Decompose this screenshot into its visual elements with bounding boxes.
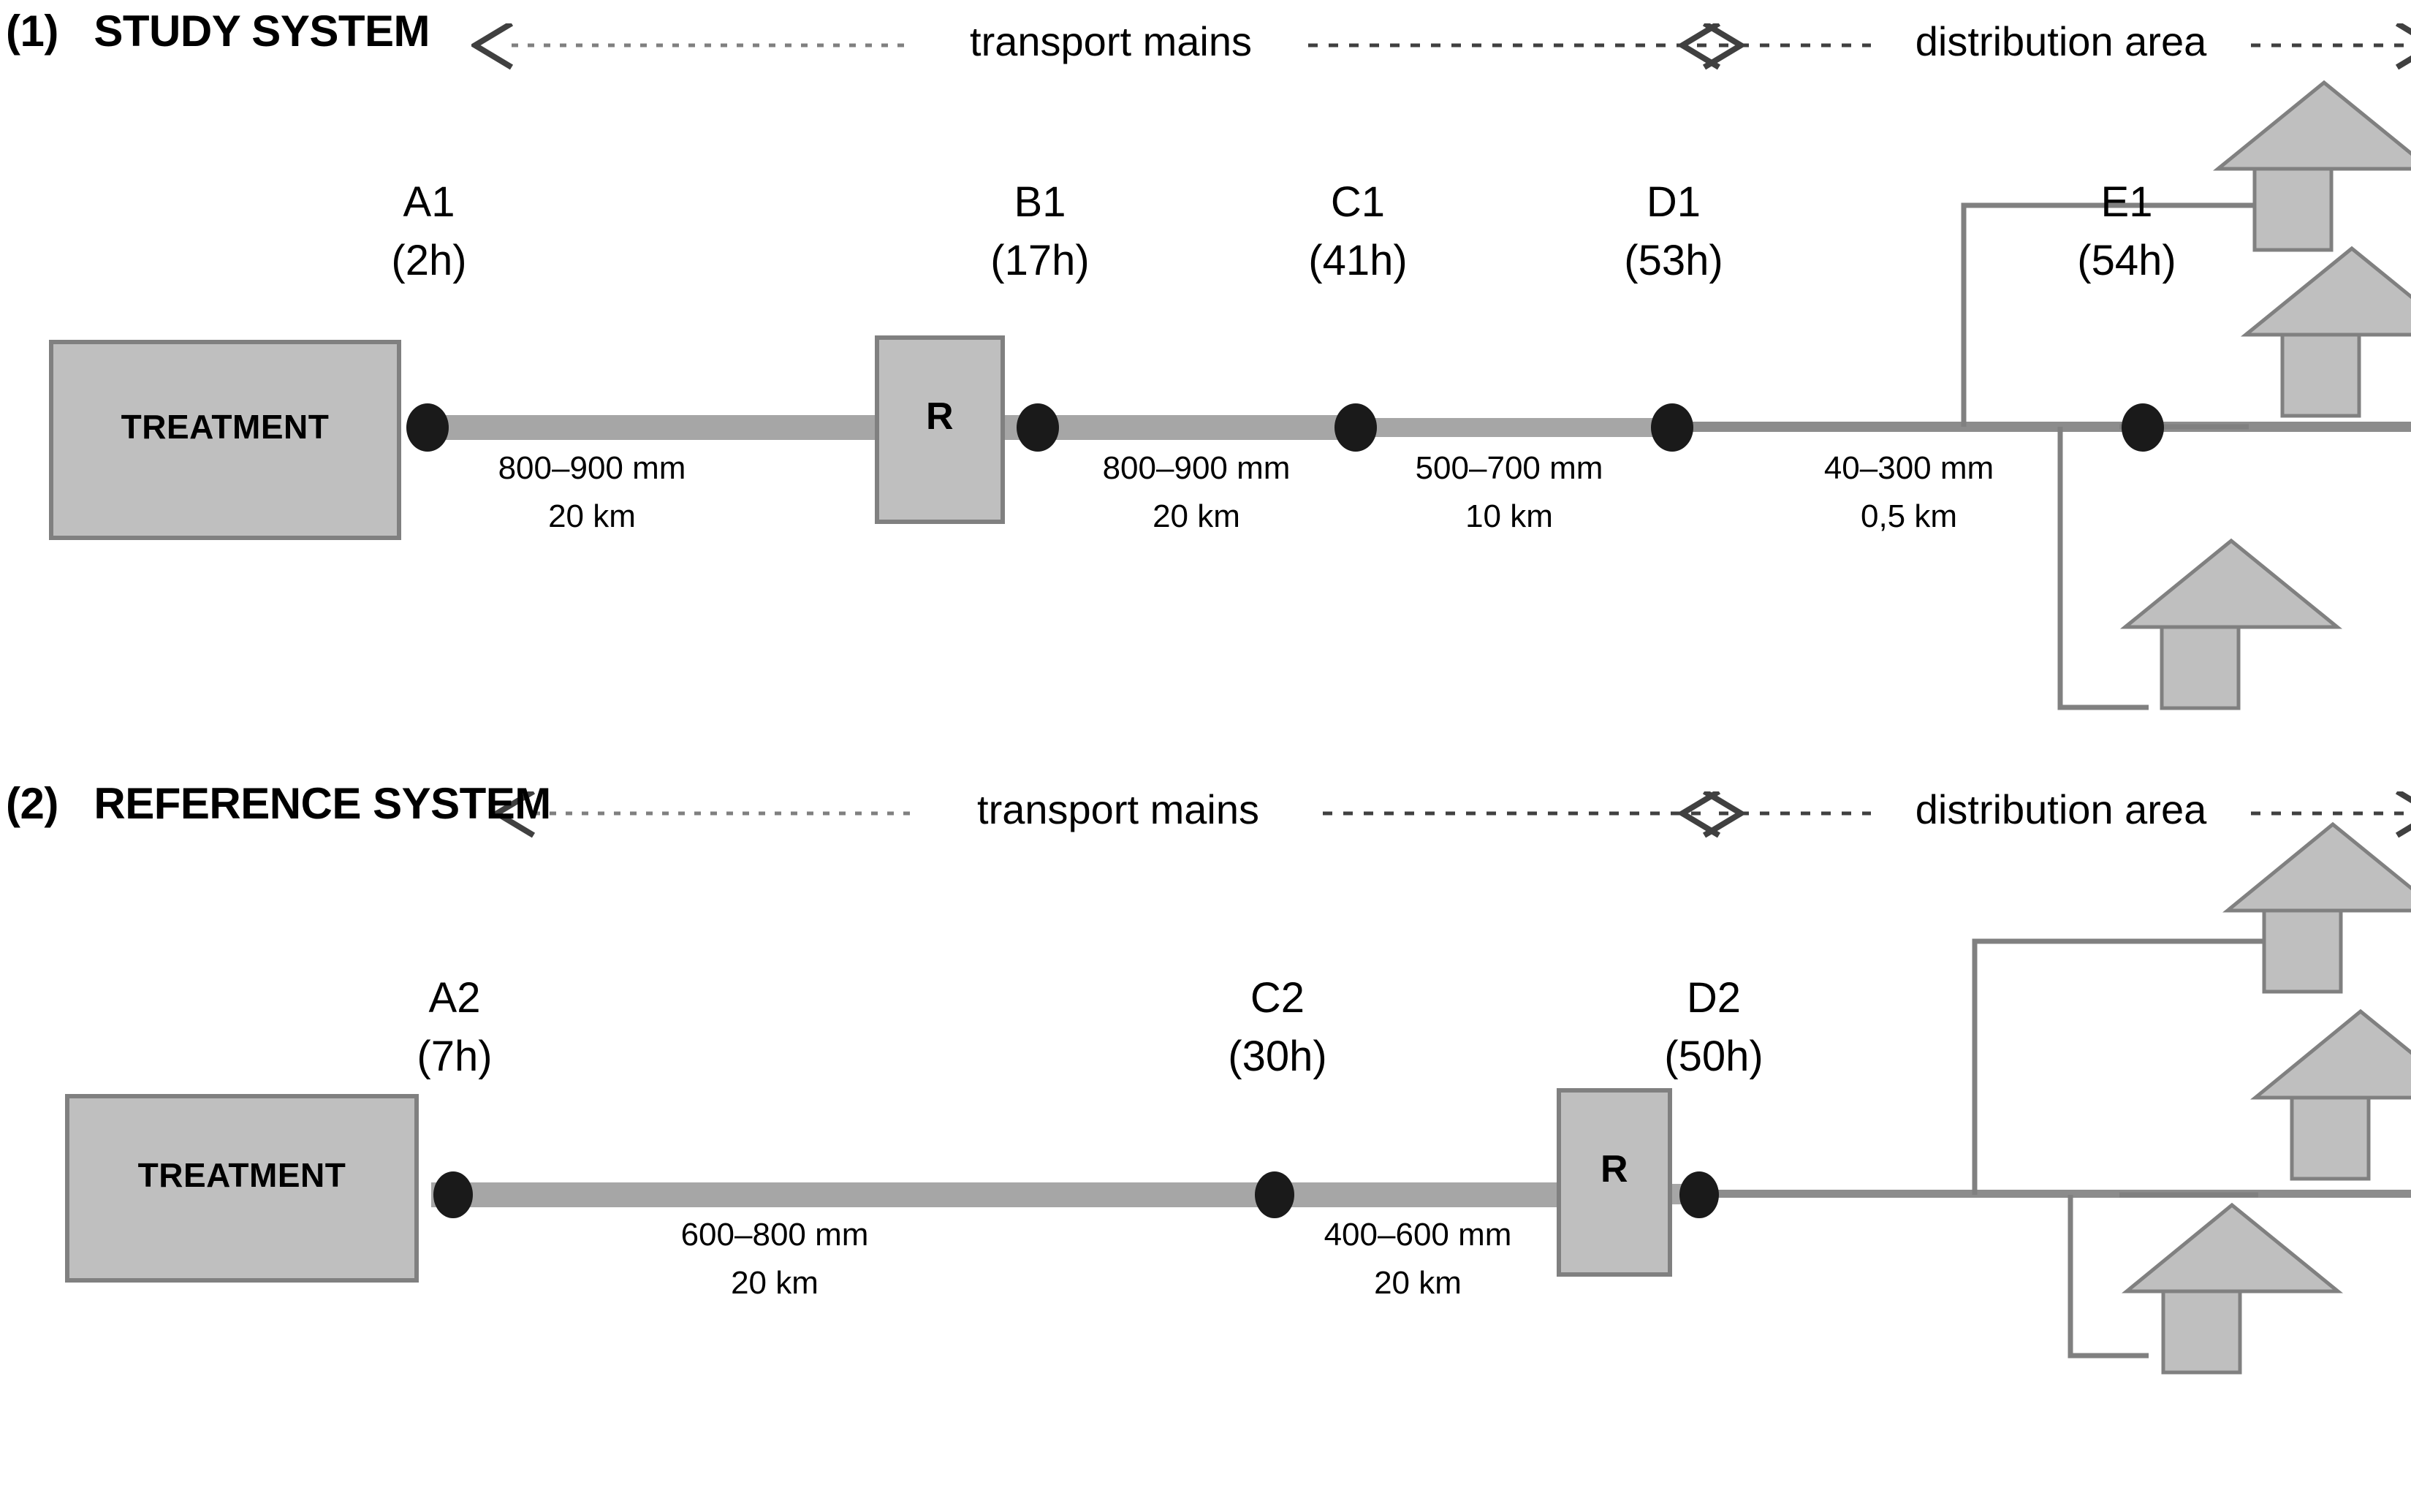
pipe-diameter-a2-c2: 600–800 mm (680, 1217, 869, 1253)
pipe-length-b1-c1: 20 km (1153, 498, 1240, 534)
pipe-diameter-c2-d2: 400–600 mm (1324, 1217, 1512, 1253)
treatment-label-2: TREATMENT (137, 1156, 346, 1194)
system-2-name: REFERENCE SYSTEM (94, 779, 551, 828)
sys1-boxes (49, 335, 1005, 540)
pipe-diameter-a1-b1: 800–900 mm (498, 450, 686, 486)
pipe-b1-c1 (1000, 415, 1362, 440)
pipe-d2-dist (1699, 1190, 2411, 1198)
system-2-title: (2) REFERENCE SYSTEM (6, 778, 551, 829)
sys2-distribution-network (1972, 938, 2266, 1359)
consumer-arrow-top (2212, 80, 2411, 252)
pipe-c2-r (1279, 1182, 1564, 1207)
pipe-length-c2-d2: 20 km (1374, 1265, 1462, 1301)
treatment-box-2 (65, 1094, 419, 1283)
node-dot-e1 (2122, 403, 2164, 452)
node-label-c1: C1 (1330, 178, 1386, 226)
node-dot-d2 (1679, 1171, 1719, 1218)
sys1-pipes (409, 415, 2411, 440)
node-dot-c1 (1334, 403, 1377, 452)
sys2-nodes (433, 1171, 1719, 1218)
node-label-a1: A1 (403, 178, 455, 226)
reservoir-box-2 (1557, 1088, 1672, 1277)
reservoir-box-1 (875, 335, 1005, 524)
pipe-length-a2-c2: 20 km (731, 1265, 819, 1301)
pipe-length-a1-b1: 20 km (548, 498, 636, 534)
consumer-arrow-middle (2250, 1008, 2411, 1181)
node-dot-a1 (406, 403, 449, 452)
pipe-length-c1-d1: 10 km (1465, 498, 1553, 534)
reservoir-label-1: R (925, 395, 954, 438)
node-dot-c2 (1255, 1171, 1294, 1218)
sys1-nodes (406, 403, 2164, 452)
node-dot-d1 (1651, 403, 1693, 452)
treatment-box-1 (49, 340, 401, 540)
pipe-diameter-c1-d1: 500–700 mm (1415, 450, 1603, 486)
sys2-transport-mains-label: transport mains (977, 786, 1259, 832)
sys2-consumer-arrows (2122, 821, 2411, 1375)
node-time-a1: (2h) (391, 237, 467, 284)
sys1-transport-mains-label: transport mains (970, 18, 1252, 64)
system-2-index: (2) (6, 779, 58, 828)
sys2-pipes (431, 1182, 2411, 1207)
consumer-arrow-top (2222, 821, 2411, 994)
node-time-b1: (17h) (990, 237, 1090, 284)
consumer-arrow-middle (2240, 246, 2411, 418)
sys1-consumer-arrows (2119, 80, 2411, 710)
treatment-label-1: TREATMENT (121, 408, 330, 446)
pipe-a2-c2 (431, 1182, 1279, 1207)
node-label-a2: A2 (428, 974, 481, 1022)
node-time-c1: (41h) (1308, 237, 1408, 284)
node-label-b1: B1 (1014, 178, 1066, 226)
sys1-distribution-area-label: distribution area (1915, 18, 2207, 64)
node-time-e1: (54h) (2077, 237, 2176, 284)
system-1-name: STUDY SYSTEM (94, 7, 430, 56)
node-time-d1: (53h) (1624, 237, 1723, 284)
pipe-diameter-d1-e1: 40–300 mm (1823, 450, 1994, 486)
consumer-arrow-bottom (2119, 538, 2343, 710)
node-label-d1: D1 (1646, 178, 1701, 226)
consumer-arrow-bottom (2122, 1202, 2344, 1375)
node-label-c2: C2 (1250, 974, 1305, 1022)
node-time-d2: (50h) (1664, 1033, 1763, 1080)
sys2-distribution-area-label: distribution area (1915, 786, 2207, 832)
system-1-title: (1) STUDY SYSTEM (6, 6, 430, 56)
node-time-c2: (30h) (1228, 1033, 1327, 1080)
node-time-a2: (7h) (417, 1033, 493, 1080)
reservoir-label-2: R (1600, 1148, 1629, 1190)
node-dot-b1 (1017, 403, 1059, 452)
node-label-d2: D2 (1686, 974, 1742, 1022)
node-dot-a2 (433, 1171, 473, 1218)
node-label-e1: E1 (2100, 178, 2153, 226)
pipe-d1-e1 (1670, 422, 2411, 432)
pipe-length-d1-e1: 0,5 km (1860, 498, 1958, 534)
pipe-c1-d1 (1356, 418, 1677, 437)
pipe-a1-r (409, 415, 881, 440)
sys2-boxes (65, 1088, 1672, 1283)
system-1-index: (1) (6, 7, 58, 56)
pipe-diameter-b1-c1: 800–900 mm (1102, 450, 1291, 486)
